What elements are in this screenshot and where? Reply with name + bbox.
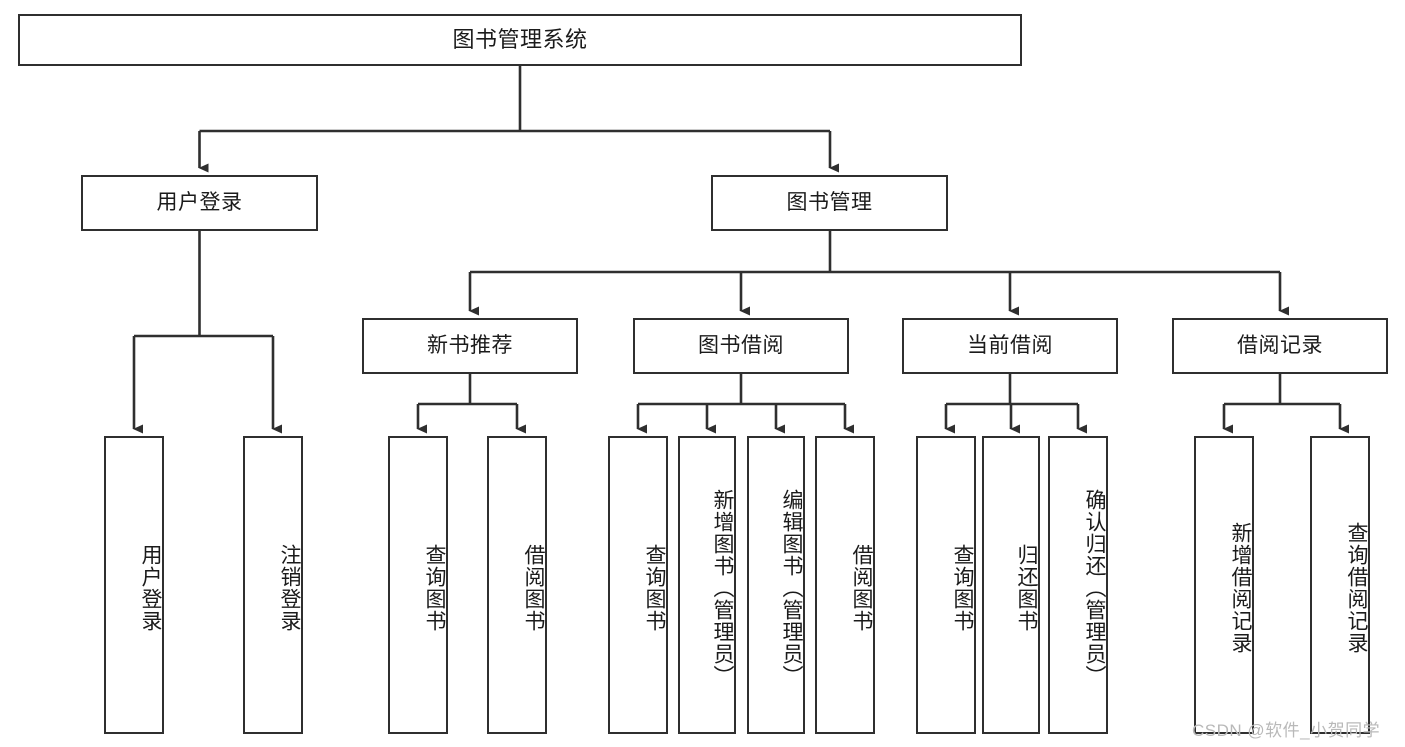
node-current-borrow[interactable]: 当前借阅 (902, 318, 1118, 374)
leaf-query-book-borrow[interactable]: 查询图书 (608, 436, 668, 734)
node-current-borrow-label: 当前借阅 (967, 334, 1053, 358)
leaf-borrow-book-rec[interactable]: 借阅图书 (487, 436, 547, 734)
leaf-add-record-label: 新增借阅记录 (1229, 522, 1252, 654)
leaf-return-book-label: 归还图书 (1015, 544, 1038, 632)
leaf-user-login-label: 用户登录 (139, 544, 162, 632)
leaf-user-login[interactable]: 用户登录 (104, 436, 164, 734)
csdn-watermark: CSDN @软件_小贺同学 (1192, 721, 1381, 740)
node-user-login[interactable]: 用户登录 (81, 175, 318, 231)
node-borrow-record[interactable]: 借阅记录 (1172, 318, 1388, 374)
leaf-query-book-current[interactable]: 查询图书 (916, 436, 976, 734)
leaf-query-record-label: 查询借阅记录 (1345, 522, 1368, 654)
leaf-logout-label: 注销登录 (278, 544, 301, 632)
leaf-confirm-return[interactable]: 确认归还（管理员） (1048, 436, 1108, 734)
leaf-borrow-book[interactable]: 借阅图书 (815, 436, 875, 734)
node-new-book-rec[interactable]: 新书推荐 (362, 318, 578, 374)
leaf-query-book-current-label: 查询图书 (951, 544, 974, 632)
leaf-add-record[interactable]: 新增借阅记录 (1194, 436, 1254, 734)
leaf-query-book-rec-label: 查询图书 (423, 544, 446, 632)
node-new-book-rec-label: 新书推荐 (427, 334, 513, 358)
leaf-borrow-book-rec-label: 借阅图书 (522, 544, 545, 632)
leaf-borrow-book-label: 借阅图书 (850, 544, 873, 632)
leaf-confirm-return-label: 确认归还（管理员） (1083, 489, 1106, 687)
node-book-borrow-label: 图书借阅 (698, 334, 784, 358)
node-root[interactable]: 图书管理系统 (18, 14, 1022, 66)
leaf-edit-book-label: 编辑图书（管理员） (780, 489, 803, 687)
node-book-manage-label: 图书管理 (786, 191, 873, 215)
leaf-edit-book[interactable]: 编辑图书（管理员） (747, 436, 805, 734)
leaf-add-book-label: 新增图书（管理员） (711, 489, 734, 687)
leaf-query-book-rec[interactable]: 查询图书 (388, 436, 448, 734)
leaf-return-book[interactable]: 归还图书 (982, 436, 1040, 734)
node-root-label: 图书管理系统 (452, 26, 588, 52)
node-user-login-label: 用户登录 (156, 191, 243, 215)
node-borrow-record-label: 借阅记录 (1237, 334, 1323, 358)
leaf-query-record[interactable]: 查询借阅记录 (1310, 436, 1370, 734)
leaf-query-book-borrow-label: 查询图书 (643, 544, 666, 632)
node-book-manage[interactable]: 图书管理 (711, 175, 948, 231)
leaf-logout[interactable]: 注销登录 (243, 436, 303, 734)
node-book-borrow[interactable]: 图书借阅 (633, 318, 849, 374)
leaf-add-book[interactable]: 新增图书（管理员） (678, 436, 736, 734)
